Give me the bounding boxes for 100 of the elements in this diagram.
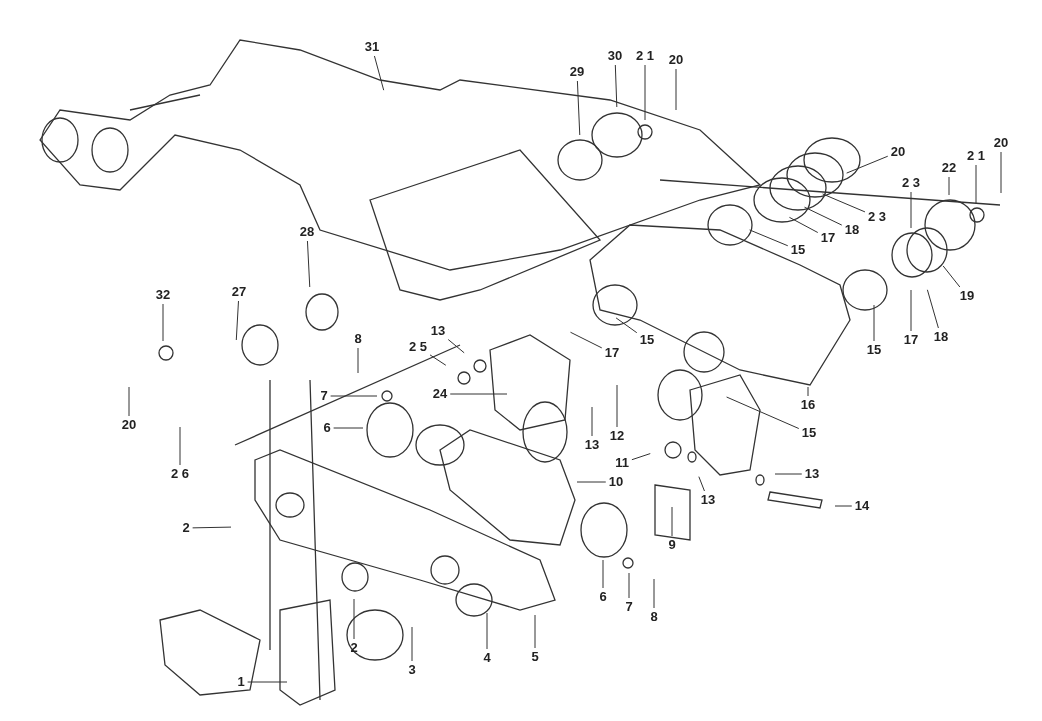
leader-line bbox=[749, 229, 789, 247]
callout-number: 15 bbox=[865, 343, 883, 357]
callout-number: 4 bbox=[482, 651, 492, 665]
leader-line bbox=[373, 55, 385, 91]
callout-number: 8 bbox=[649, 610, 659, 624]
callout-number: 19 bbox=[958, 289, 976, 303]
callout-number: 24 bbox=[431, 387, 449, 401]
callout-number: 2 3 bbox=[866, 210, 888, 224]
leader-line bbox=[774, 473, 803, 475]
callout-number: 8 bbox=[353, 332, 363, 346]
leader-line bbox=[644, 64, 646, 121]
leader-line bbox=[179, 426, 181, 466]
leader-line bbox=[726, 396, 800, 430]
leader-line bbox=[822, 193, 866, 213]
leader-line bbox=[628, 572, 630, 599]
leader-line bbox=[353, 598, 355, 640]
leader-line bbox=[948, 176, 950, 196]
callout-number: 15 bbox=[638, 333, 656, 347]
callout-number: 2 6 bbox=[169, 467, 191, 481]
callout-number: 10 bbox=[607, 475, 625, 489]
leader-line bbox=[616, 384, 618, 428]
callout-number: 17 bbox=[603, 346, 621, 360]
callout-number: 2 1 bbox=[965, 149, 987, 163]
leader-line bbox=[333, 427, 364, 429]
leader-line bbox=[486, 612, 488, 650]
leader-line bbox=[1000, 151, 1002, 194]
leader-line bbox=[804, 206, 843, 226]
callout-number: 15 bbox=[800, 426, 818, 440]
callout-number: 17 bbox=[819, 231, 837, 245]
callout-number: 13 bbox=[583, 438, 601, 452]
callout-number: 29 bbox=[568, 65, 586, 79]
callout-number: 2 5 bbox=[407, 340, 429, 354]
callout-number: 7 bbox=[319, 389, 329, 403]
leader-line bbox=[942, 265, 961, 288]
leader-line bbox=[975, 164, 977, 204]
leader-line bbox=[631, 453, 651, 461]
callout-number: 14 bbox=[853, 499, 871, 513]
leader-line bbox=[675, 68, 677, 111]
leader-line bbox=[615, 317, 638, 334]
callout-number: 9 bbox=[667, 538, 677, 552]
leader-line bbox=[834, 505, 853, 507]
leader-line bbox=[591, 406, 593, 437]
callout-number: 2 bbox=[181, 521, 191, 535]
leader-line bbox=[449, 393, 508, 395]
leader-line bbox=[192, 526, 232, 529]
leader-line bbox=[576, 80, 581, 136]
callout-number: 18 bbox=[843, 223, 861, 237]
callout-number: 12 bbox=[608, 429, 626, 443]
leader-line bbox=[671, 506, 673, 537]
leader-line bbox=[235, 300, 239, 341]
leader-line bbox=[247, 681, 288, 683]
callout-number: 13 bbox=[803, 467, 821, 481]
leader-line bbox=[411, 626, 413, 662]
leader-line bbox=[576, 481, 607, 483]
leader-line bbox=[357, 347, 359, 374]
leader-line bbox=[926, 289, 939, 329]
leader-line bbox=[330, 395, 378, 397]
leader-line bbox=[807, 386, 809, 397]
leader-line bbox=[602, 559, 604, 589]
leader-line bbox=[534, 614, 536, 649]
leader-line bbox=[788, 216, 819, 234]
leader-line bbox=[910, 191, 912, 229]
leader-line bbox=[846, 155, 889, 174]
callout-number: 30 bbox=[606, 49, 624, 63]
callout-number: 32 bbox=[154, 288, 172, 302]
callout-number: 5 bbox=[530, 650, 540, 664]
callout-number: 20 bbox=[667, 53, 685, 67]
callout-number: 1 bbox=[236, 675, 246, 689]
callout-number: 2 3 bbox=[900, 176, 922, 190]
callout-number: 13 bbox=[429, 324, 447, 338]
callout-number: 7 bbox=[624, 600, 634, 614]
callout-number: 27 bbox=[230, 285, 248, 299]
callout-number: 22 bbox=[940, 161, 958, 175]
leader-line bbox=[162, 303, 164, 342]
callout-number: 28 bbox=[298, 225, 316, 239]
leader-line bbox=[447, 339, 465, 354]
leader-line bbox=[128, 386, 130, 417]
callout-number: 2 bbox=[349, 641, 359, 655]
callout-number: 18 bbox=[932, 330, 950, 344]
callout-number: 11 bbox=[614, 456, 630, 470]
callout-number: 31 bbox=[363, 40, 381, 54]
callout-number: 16 bbox=[799, 398, 817, 412]
callout-number: 17 bbox=[902, 333, 920, 347]
leader-line bbox=[306, 240, 311, 288]
callout-number: 13 bbox=[699, 493, 717, 507]
callout-number: 6 bbox=[322, 421, 332, 435]
leader-line bbox=[873, 304, 875, 342]
leader-line bbox=[653, 578, 655, 609]
leader-line bbox=[614, 64, 618, 108]
leader-line bbox=[698, 476, 705, 492]
callout-number: 2 1 bbox=[634, 49, 656, 63]
callout-number: 6 bbox=[598, 590, 608, 604]
leader-line bbox=[429, 354, 447, 366]
callout-number: 15 bbox=[789, 243, 807, 257]
leader-line bbox=[910, 289, 912, 332]
callout-number: 3 bbox=[407, 663, 417, 677]
callout-number: 20 bbox=[120, 418, 138, 432]
leader-line bbox=[569, 331, 603, 349]
callout-number: 20 bbox=[992, 136, 1010, 150]
callout-number: 20 bbox=[889, 145, 907, 159]
